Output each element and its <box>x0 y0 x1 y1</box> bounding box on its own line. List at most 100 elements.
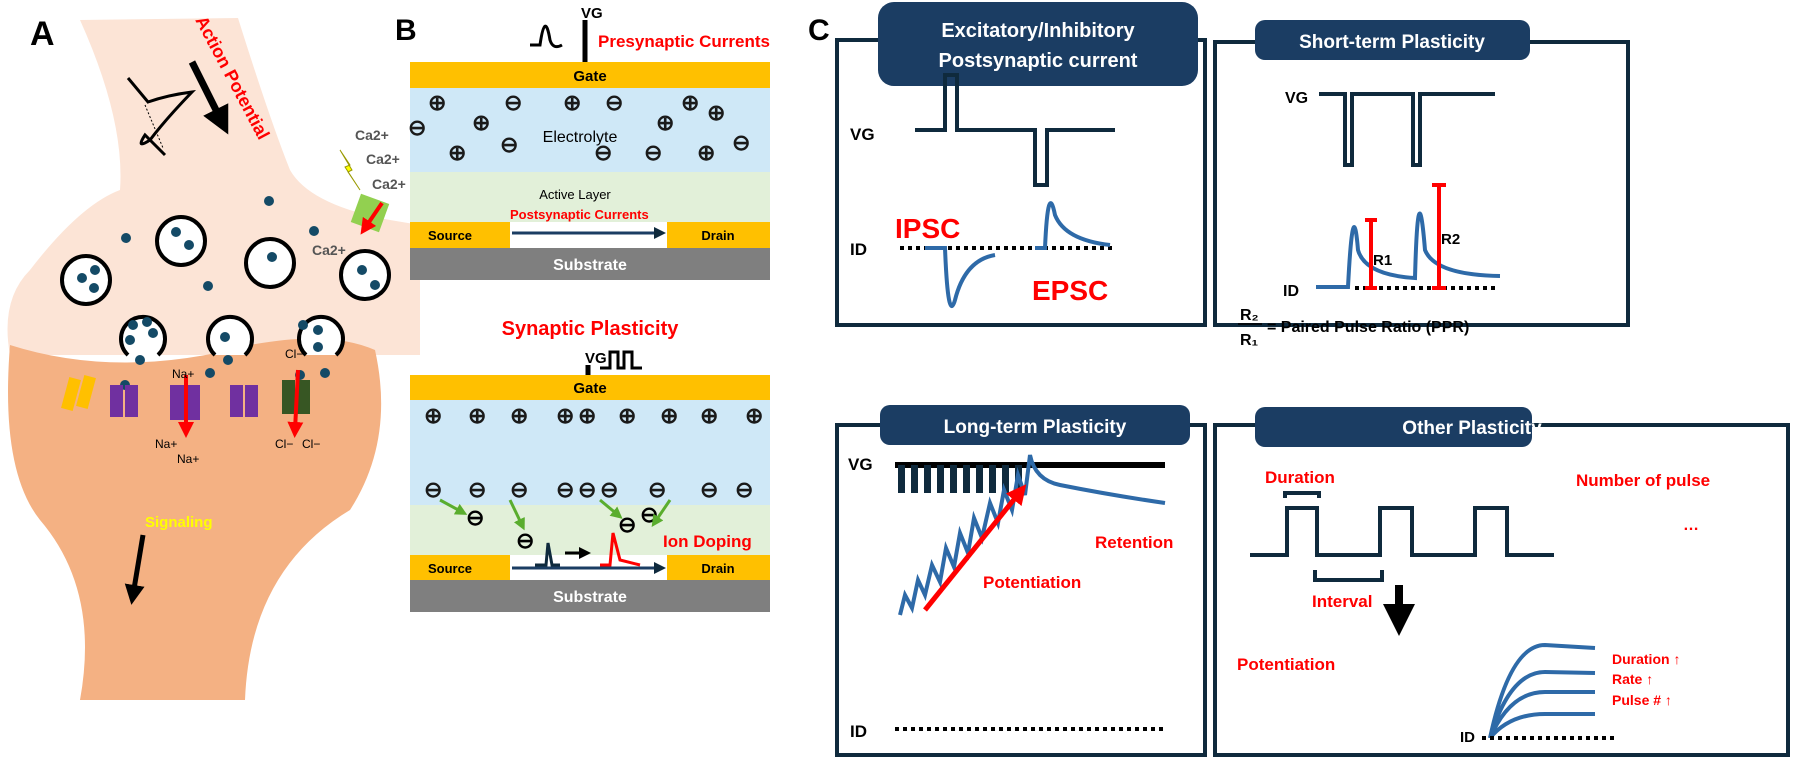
ion-labels: Na+Na+Na+ Cl−Cl−Cl− <box>155 347 320 466</box>
label: ⊕ <box>556 403 574 428</box>
r-bars <box>1365 183 1446 290</box>
label: ID <box>850 240 867 259</box>
label: Long-term Plasticity <box>944 417 1127 438</box>
label: VG <box>850 125 875 144</box>
doped-ions: ⊖⊖⊖⊖ <box>466 502 658 553</box>
label: Interval <box>1312 592 1372 611</box>
action-potential-arrow <box>188 60 229 135</box>
label: Ca2+ <box>312 242 346 258</box>
gate-label-2: Gate <box>573 380 606 397</box>
drain-label: Drain <box>701 228 734 243</box>
active-layer <box>410 172 770 222</box>
ppf-curve <box>1316 211 1501 289</box>
label: Cl− <box>302 437 320 451</box>
potentiation-legend: Duration ↑Rate ↑Pulse # ↑ <box>1612 651 1680 708</box>
label: Rate ↑ <box>1612 671 1653 687</box>
electrolyte-label: Electrolyte <box>543 129 618 146</box>
label: ID <box>850 722 867 741</box>
label: ⊕ <box>448 140 466 165</box>
label: ⊖ <box>735 477 753 502</box>
ipsc-curve <box>925 246 996 308</box>
label: ⊕ <box>656 110 674 135</box>
label: VG <box>848 455 873 474</box>
label: ⊕ <box>745 403 763 428</box>
label: Duration <box>1265 468 1335 487</box>
label: ⊕ <box>468 403 486 428</box>
label: ⊕ <box>681 90 699 115</box>
label: ⊕ <box>428 90 446 115</box>
synaptic-plasticity-title: Synaptic Plasticity <box>502 318 680 340</box>
presynaptic-terminal <box>7 18 420 355</box>
label: ⊖ <box>466 505 484 530</box>
label: ⊕ <box>697 140 715 165</box>
small-epsc-icon <box>535 542 560 567</box>
panel-a-label: A <box>30 15 55 53</box>
presynaptic-currents-label: Presynaptic Currents <box>598 32 770 51</box>
large-epsc-icon <box>600 532 641 567</box>
gate-label: Gate <box>573 68 606 85</box>
epsc-title-pill <box>878 2 1198 86</box>
label: ⊖ <box>408 115 426 140</box>
label: Na+ <box>177 452 199 466</box>
panel-c-label: C <box>808 14 830 47</box>
label: Duration ↑ <box>1612 651 1680 667</box>
ltp-title-pill <box>880 405 1190 445</box>
label: ⊖ <box>605 90 623 115</box>
panel-c: C Excitatory/Inhibitory Postsynaptic cur… <box>808 2 1790 757</box>
lightning-icon <box>339 149 361 191</box>
epsc-label: EPSC <box>1032 275 1108 306</box>
panel-b-label: B <box>395 14 417 47</box>
label: VG <box>1285 90 1308 107</box>
label: ⊕ <box>700 403 718 428</box>
label: ⊖ <box>644 140 662 165</box>
action-potential-waveform <box>126 77 197 157</box>
label: R2 <box>1441 231 1460 248</box>
label: ⊕ <box>424 403 442 428</box>
neurotransmitters <box>77 196 380 400</box>
doping-arrows <box>439 498 672 531</box>
label: ⊕ <box>707 100 725 125</box>
label: ⊖ <box>500 132 518 157</box>
label: … <box>1683 517 1699 534</box>
label: ⊖ <box>594 140 612 165</box>
label: ⊖ <box>600 477 618 502</box>
chloride-arrow <box>287 369 304 438</box>
label: ⊖ <box>618 512 636 537</box>
presynaptic-pulse-icon <box>530 24 563 49</box>
label: ⊖ <box>510 477 528 502</box>
calcium-labels: Ca2+Ca2+Ca2+Ca2+ <box>312 127 406 258</box>
label: Excitatory/Inhibitory <box>941 20 1135 42</box>
active-layer-label: Active Layer <box>539 187 611 202</box>
label: Cl− <box>275 437 293 451</box>
ppr-formula: = Paired Pulse Ratio (PPR) <box>1267 319 1469 336</box>
label: Drain <box>701 561 734 576</box>
label: Cl− <box>285 347 303 361</box>
ions-top: ⊕⊕⊕⊕⊕⊕⊕⊕ ⊖⊖⊖⊖⊖⊖⊖ <box>408 90 750 165</box>
label: Source <box>428 561 472 576</box>
label: Ca2+ <box>355 127 389 143</box>
label: ⊖ <box>556 477 574 502</box>
vg-label-2: VG <box>585 350 607 367</box>
label: ⊖ <box>732 130 750 155</box>
epsc-gate-pulse <box>915 73 1115 187</box>
label: Na+ <box>172 367 194 381</box>
ipsc-label: IPSC <box>895 213 960 244</box>
label: ID <box>1283 283 1299 300</box>
label: R₂ <box>1240 307 1259 324</box>
label: R₁ <box>1240 332 1259 349</box>
stp-title-pill <box>1255 20 1530 60</box>
panel-b: B VG Presynaptic Currents Gate ⊕⊕⊕⊕⊕⊕⊕⊕ … <box>395 5 770 612</box>
potentiation-arrow <box>923 484 1027 612</box>
vg-label: VG <box>581 5 603 22</box>
epsc-curve <box>1035 201 1111 250</box>
label: Number of pulse <box>1576 471 1710 490</box>
signaling-arrow <box>124 534 146 605</box>
label: ⊕ <box>578 403 596 428</box>
substrate-label: Substrate <box>553 257 627 274</box>
pulse-train <box>1250 506 1554 557</box>
label: ⊖ <box>516 528 534 553</box>
label: Short-term Plasticity <box>1299 32 1485 53</box>
label: ⊖ <box>504 90 522 115</box>
postsynaptic-currents-label: Postsynaptic Currents <box>510 207 649 222</box>
